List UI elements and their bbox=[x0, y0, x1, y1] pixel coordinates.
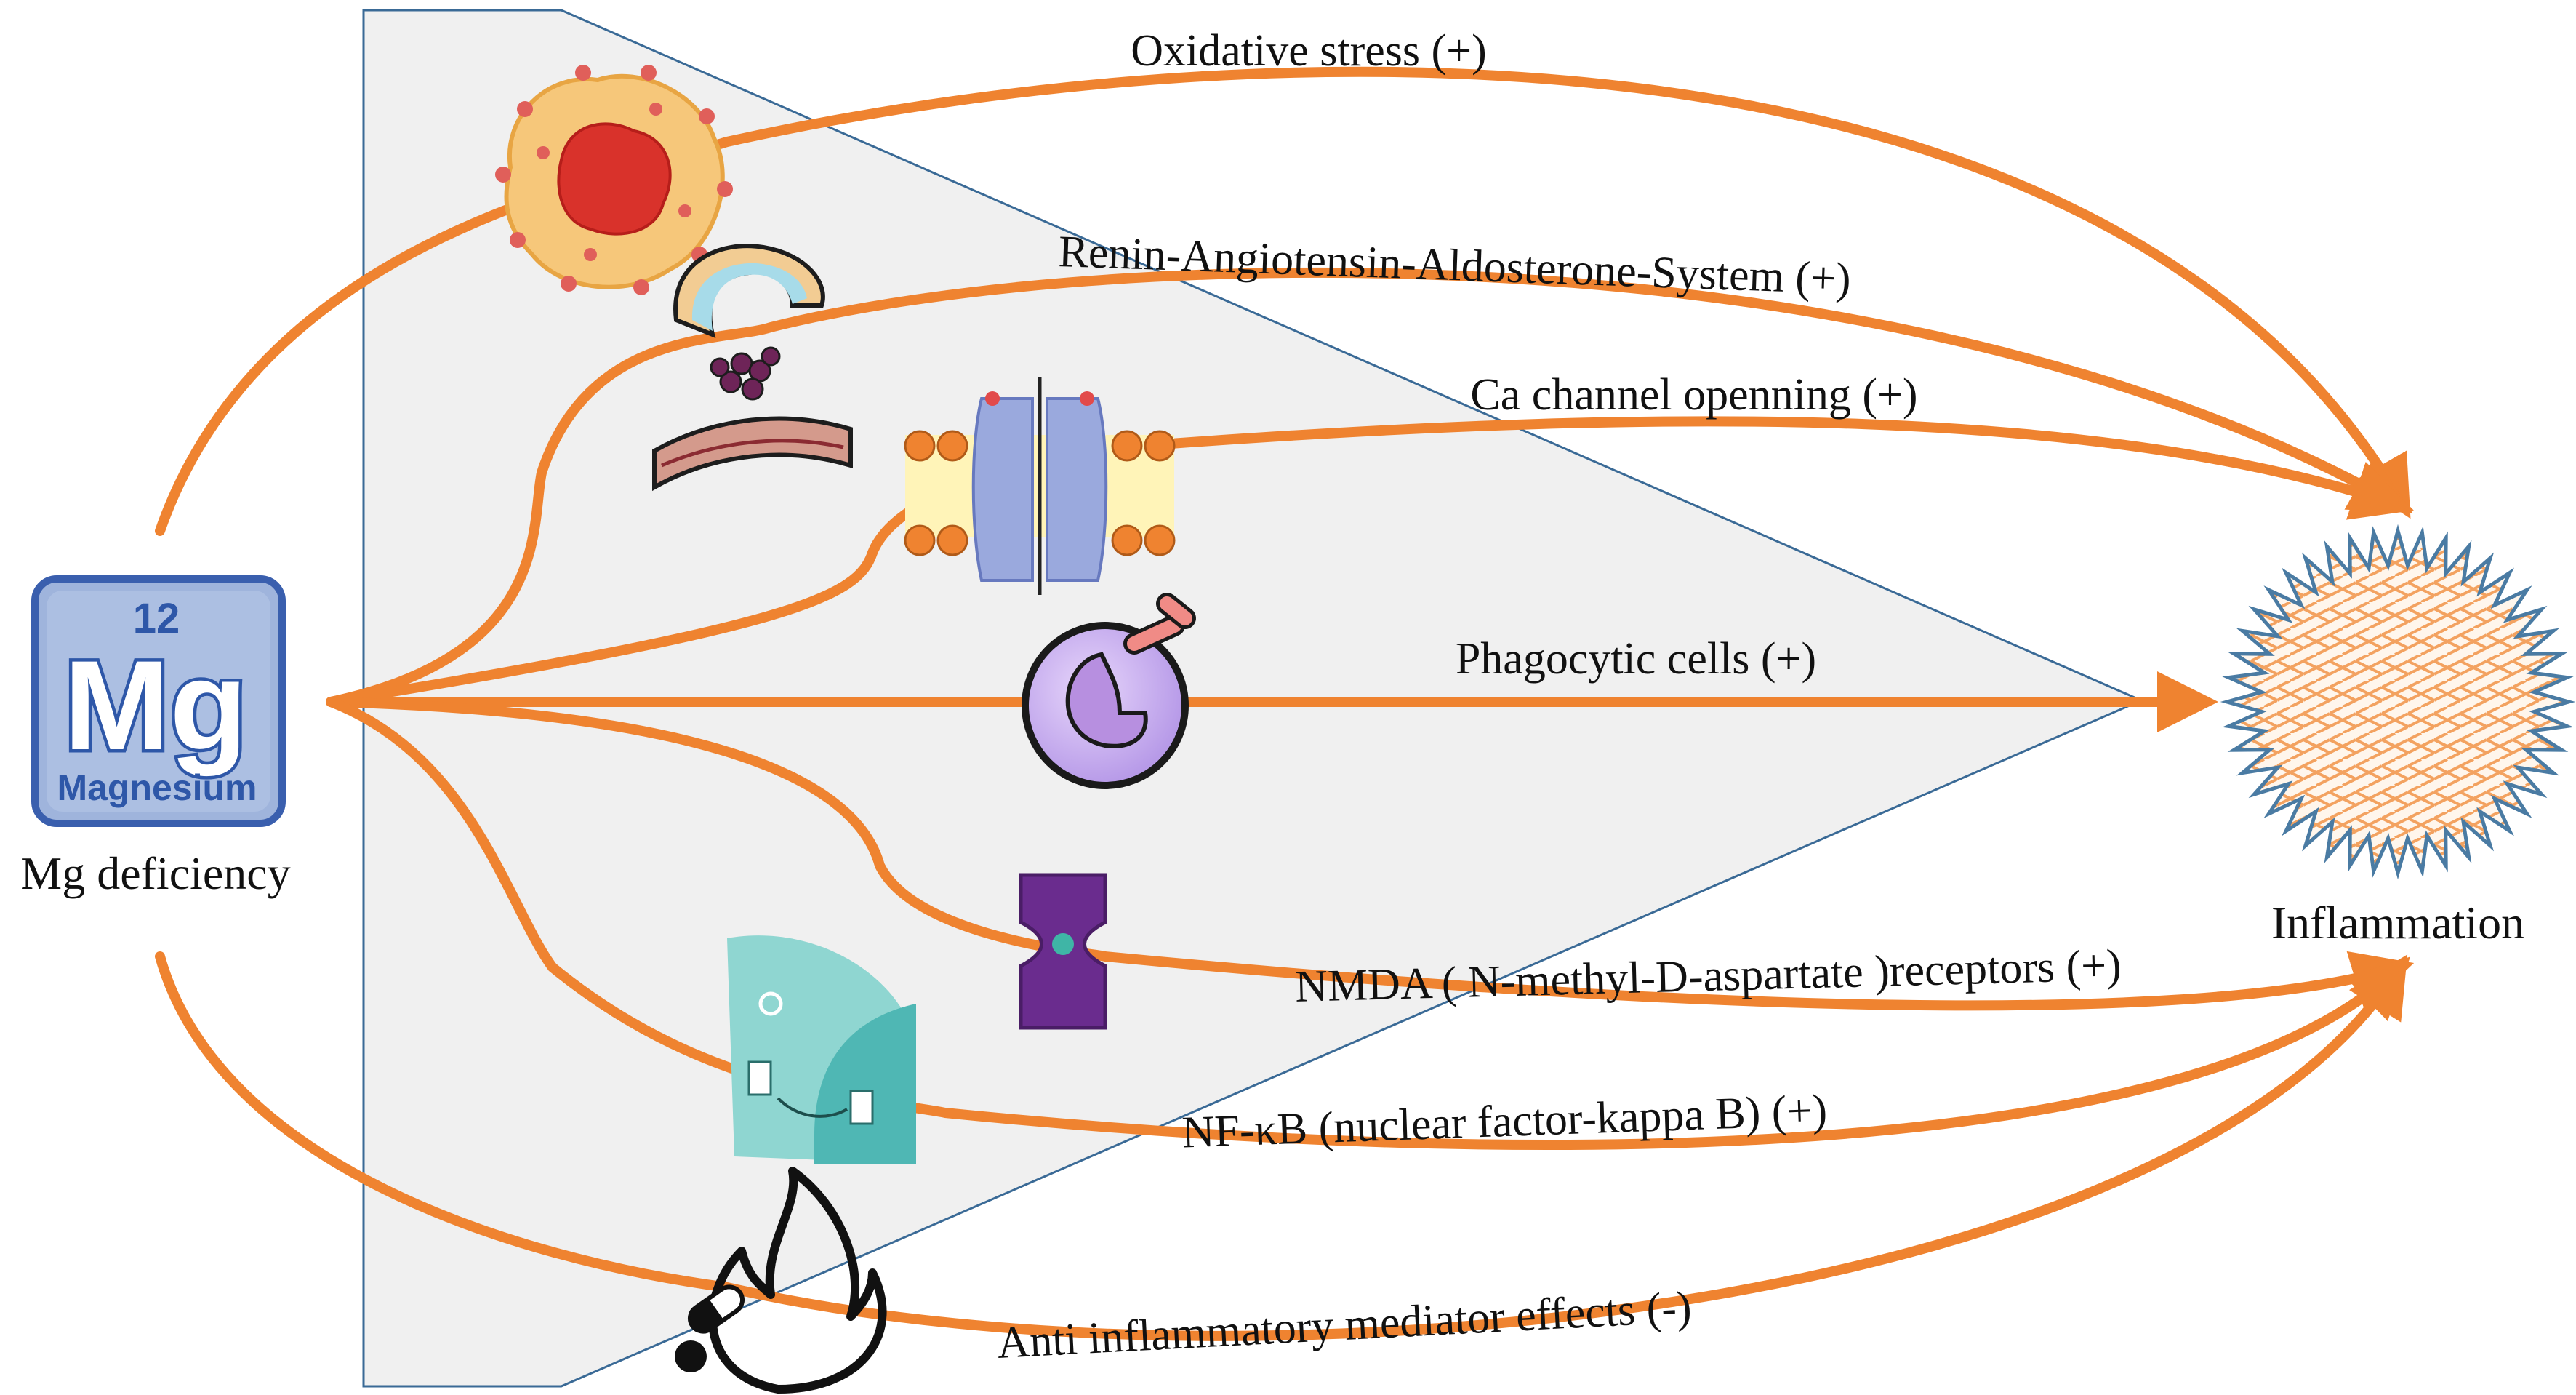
inflammation-icon bbox=[2220, 524, 2576, 880]
magnesium-tile: 12 Mg Magnesium bbox=[31, 575, 286, 827]
arrow-mg-to-oxidative-stress bbox=[155, 66, 2411, 536]
arrow-renin-angiotensin-aldosterone bbox=[326, 267, 2413, 707]
arrow-anti-inflammatory-mediators bbox=[155, 951, 2408, 1341]
pathway-label-ca-channel: Ca channel openning (+) bbox=[1470, 370, 1917, 420]
flame-pill-icon bbox=[675, 1167, 887, 1394]
phagocyte-icon bbox=[1022, 593, 1196, 789]
arrow-nf-kb bbox=[326, 697, 2411, 1151]
receptor-icon bbox=[1019, 873, 1107, 1030]
element-symbol: Mg bbox=[64, 635, 248, 777]
cell-icon bbox=[495, 65, 733, 295]
element-number: 12 bbox=[133, 595, 180, 642]
source-label: Mg deficiency bbox=[20, 847, 290, 899]
pathway-label-anti-inflammatory: Anti inflammatory mediator effects (-) bbox=[996, 1282, 1693, 1368]
element-name: Magnesium bbox=[57, 767, 257, 808]
pathway-label-oxidative-stress: Oxidative stress (+) bbox=[1131, 26, 1487, 76]
target-label: Inflammation bbox=[2271, 897, 2524, 948]
kidney-nephron-icon bbox=[652, 244, 853, 492]
nucleus-signaling-icon bbox=[727, 935, 916, 1164]
pathway-label-phagocytic-cells: Phagocytic cells (+) bbox=[1456, 634, 1816, 684]
ion-channel-membrane-icon bbox=[904, 377, 1176, 595]
